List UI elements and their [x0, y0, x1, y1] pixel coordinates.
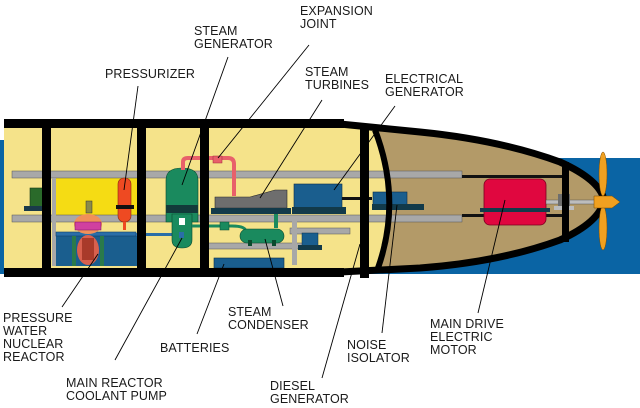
leader-noise-isolator — [381, 204, 398, 334]
aft-upper-rail — [462, 175, 562, 178]
label-steam-turbines: STEAM TURBINES — [305, 65, 370, 92]
leader-electrical-generator — [333, 105, 396, 191]
pressurizer — [116, 177, 134, 230]
aft-bulkhead — [372, 128, 393, 269]
pipe-coupling — [219, 221, 230, 231]
motor-base — [480, 208, 550, 212]
propeller-shaft — [545, 199, 597, 205]
label-steam-generator: STEAM GENERATOR — [194, 24, 273, 51]
hull-frame — [4, 119, 569, 278]
electrical-generator — [293, 183, 343, 209]
label-main-reactor-coolant-pump: MAIN REACTOR COOLANT PUMP — [66, 376, 167, 403]
deck-support-left — [52, 178, 56, 266]
leader-batteries — [196, 263, 225, 335]
batteries — [213, 257, 285, 269]
label-pressurizer: PRESSURIZER — [105, 67, 196, 81]
leader-main-motor — [477, 199, 506, 314]
lower-deck-2 — [289, 227, 351, 235]
drive-shaft-1 — [342, 197, 372, 200]
main-drive-motor — [483, 178, 547, 226]
deck-support — [292, 220, 297, 265]
leader-diesel-generator — [321, 243, 361, 379]
auxiliary-unit-base — [24, 206, 44, 211]
coolant-pipe — [136, 233, 180, 236]
nuclear-reactor — [72, 200, 104, 266]
label-steam-condenser: STEAM CONDENSER — [228, 305, 309, 332]
steam-generator — [165, 167, 199, 249]
label-electrical-generator: ELECTRICAL GENERATOR — [385, 72, 464, 99]
leader-reactor — [61, 253, 99, 308]
leader-steam-generator — [181, 56, 229, 186]
middle-deck — [11, 214, 463, 223]
propeller — [593, 151, 621, 251]
reactor-platform — [55, 231, 137, 237]
upper-deck — [11, 170, 463, 179]
turbine-base — [211, 208, 291, 214]
label-main-drive-electric-motor: MAIN DRIVE ELECTRIC MOTOR — [430, 317, 504, 357]
auxiliary-blue-unit-base — [298, 245, 322, 250]
leader-lines — [61, 44, 506, 379]
leader-pressurizer — [123, 85, 139, 191]
leader-expansion-joint — [217, 44, 310, 159]
steam-condenser — [239, 228, 285, 246]
generator-base — [292, 207, 346, 214]
label-expansion-joint: EXPANSION JOINT — [300, 4, 373, 31]
condenser-pipe-vertical — [274, 214, 278, 228]
expansion-joint — [212, 155, 223, 164]
noise-isolator-base — [372, 204, 424, 210]
label-pressure-water-nuclear-reactor: PRESSURE WATER NUCLEAR REACTOR — [3, 311, 73, 364]
leader-coolant-pump — [114, 237, 183, 361]
leader-condenser — [264, 238, 284, 307]
label-diesel-generator: DIESEL GENERATOR — [270, 379, 349, 406]
auxiliary-unit — [29, 187, 44, 209]
leader-steam-turbines — [259, 99, 323, 199]
label-noise-isolator: NOISE ISOLATOR — [347, 338, 410, 365]
auxiliary-blue-unit — [301, 232, 319, 248]
label-batteries: BATTERIES — [160, 341, 230, 355]
